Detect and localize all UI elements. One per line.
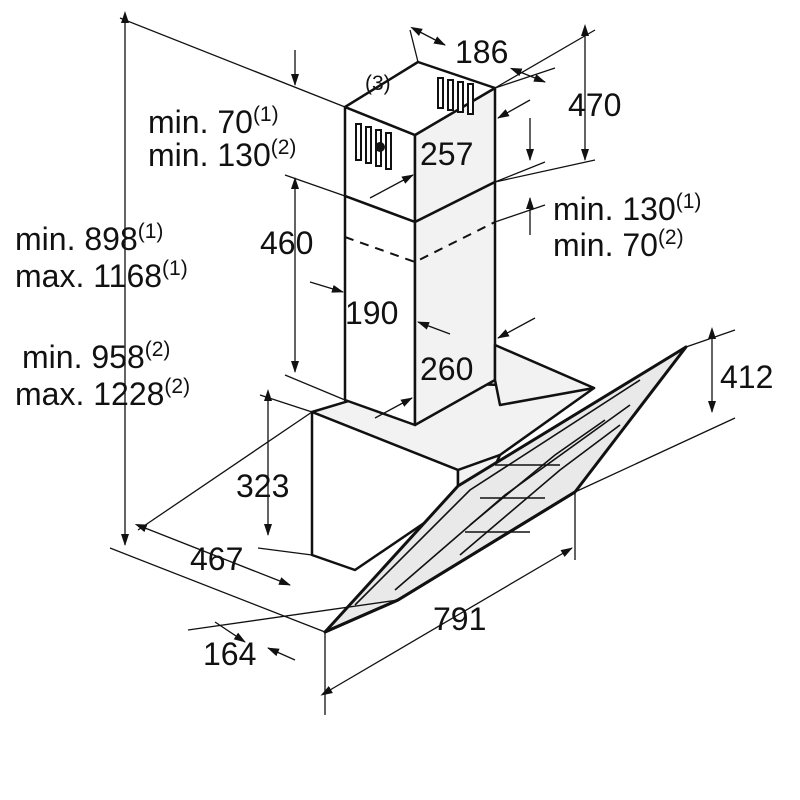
note-min-70-1: min. 70(1) (148, 103, 279, 140)
dim-186-label: 186 (455, 34, 508, 70)
vent-slot (457, 81, 464, 113)
screw-hole-icon (375, 142, 385, 152)
vent-slot (467, 83, 474, 115)
dimension-lines (109, 10, 736, 715)
note-min-130-2: min. 130(2) (148, 136, 296, 173)
note-min-130-1: min. 130(1) (553, 190, 701, 227)
dim-460-label: 460 (260, 225, 313, 261)
vent-slot (447, 79, 454, 111)
note-max-1228-2: max. 1228(2) (15, 375, 190, 412)
note-max-1168-1: max. 1168(1) (15, 257, 188, 294)
vent-slot (437, 77, 444, 109)
glass-vent-slot (459, 424, 621, 556)
dim-412-label: 412 (720, 359, 773, 395)
vent-slot (385, 132, 392, 170)
dim-164-label: 164 (203, 636, 256, 672)
dim-190-label: 190 (345, 295, 398, 331)
glass-vent-slot-2 (469, 419, 606, 526)
note-min-70-2: min. 70(2) (553, 226, 684, 263)
reference-note-3: (3) (365, 72, 391, 95)
dim-260-label: 260 (420, 351, 473, 387)
vent-slot (365, 126, 372, 164)
dim-791-label: 791 (433, 601, 486, 637)
hood-left-face (310, 410, 460, 572)
dim-257-label: 257 (420, 136, 473, 172)
dim-470-label: 470 (568, 87, 621, 123)
vent-slot (355, 123, 362, 161)
dimension-labels: 186 470 257 460 190 260 412 323 467 164 … (15, 34, 773, 672)
dim-323-label: 323 (236, 468, 289, 504)
chimney-back-plate (493, 343, 596, 407)
chimney-overlap-dashed-line (344, 221, 496, 264)
note-min-958-2: min. 958(2) (22, 338, 170, 375)
dim-467-label: 467 (190, 541, 243, 577)
note-min-898-1: min. 898(1) (15, 220, 163, 257)
